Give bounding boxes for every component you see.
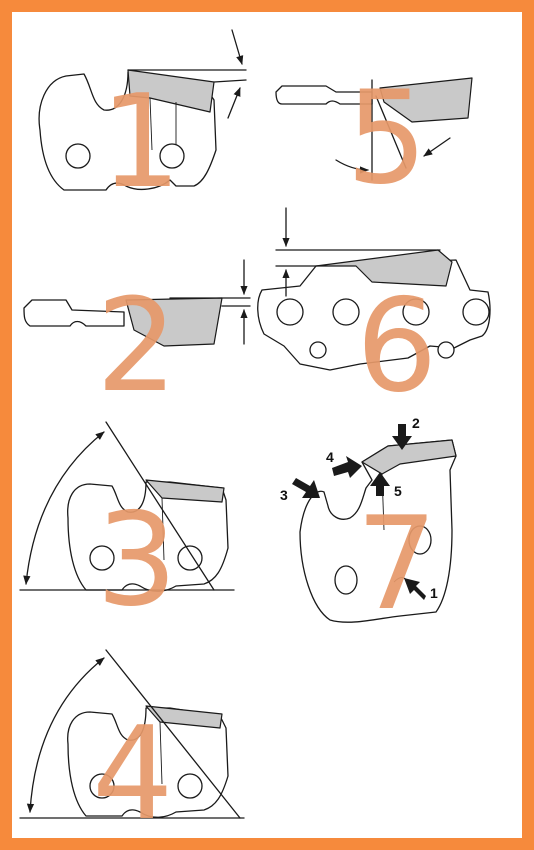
panel-1-top-plate-angle bbox=[38, 29, 247, 191]
chain-rivet-4 bbox=[462, 298, 490, 326]
panel-7-cutter-parts bbox=[292, 424, 457, 623]
rivet-hole-3d-left bbox=[334, 565, 358, 595]
panel-2-side-plate-angle bbox=[23, 259, 251, 347]
part-arrow-4 bbox=[332, 456, 362, 478]
step-number-4: 4 bbox=[92, 700, 173, 849]
step-number-1: 1 bbox=[100, 68, 181, 217]
cutter-tooth-4 bbox=[145, 705, 223, 729]
angle-arc-bottom bbox=[335, 159, 369, 174]
part-label-3: 3 bbox=[280, 487, 288, 503]
step-number-7: 7 bbox=[356, 490, 437, 639]
part-arrow-1 bbox=[404, 578, 426, 600]
chain-rivet-3 bbox=[402, 298, 430, 326]
chain-rivet-1 bbox=[276, 298, 304, 326]
angle-arrow-lower bbox=[227, 87, 241, 119]
cutter-tooth-top-view bbox=[379, 77, 473, 123]
part-label-4: 4 bbox=[326, 449, 334, 465]
part-arrow-2 bbox=[392, 424, 412, 450]
part-label-2: 2 bbox=[412, 415, 420, 431]
angle-arrow-upper bbox=[231, 29, 244, 65]
filing-angle-arc-4 bbox=[26, 657, 105, 813]
part-label-5: 5 bbox=[394, 483, 402, 499]
cutter-tooth bbox=[127, 69, 215, 113]
part-arrow-3 bbox=[292, 478, 320, 498]
step-number-2: 2 bbox=[96, 272, 177, 421]
angle-arrow-right bbox=[423, 137, 451, 157]
part-arrow-5 bbox=[370, 472, 390, 496]
rivet-hole-left bbox=[65, 143, 91, 169]
step-number-6: 6 bbox=[356, 272, 437, 421]
cutter-tooth-3 bbox=[145, 479, 225, 503]
part-label-1: 1 bbox=[430, 585, 438, 601]
panel-5-top-view-angle bbox=[275, 77, 473, 181]
step-number-3: 3 bbox=[96, 486, 177, 635]
panel-6-depth-gauge bbox=[257, 207, 491, 371]
filing-angle-arc bbox=[23, 431, 105, 585]
chain-rivet-2 bbox=[332, 298, 360, 326]
drive-link-side bbox=[23, 299, 125, 327]
rivet-hole-right bbox=[159, 143, 185, 169]
rivet-hole-3d-right bbox=[408, 525, 432, 555]
panel-3-filing-angle bbox=[19, 421, 235, 592]
panel-4-filing-angle bbox=[19, 649, 245, 819]
step-number-5: 5 bbox=[346, 64, 427, 213]
